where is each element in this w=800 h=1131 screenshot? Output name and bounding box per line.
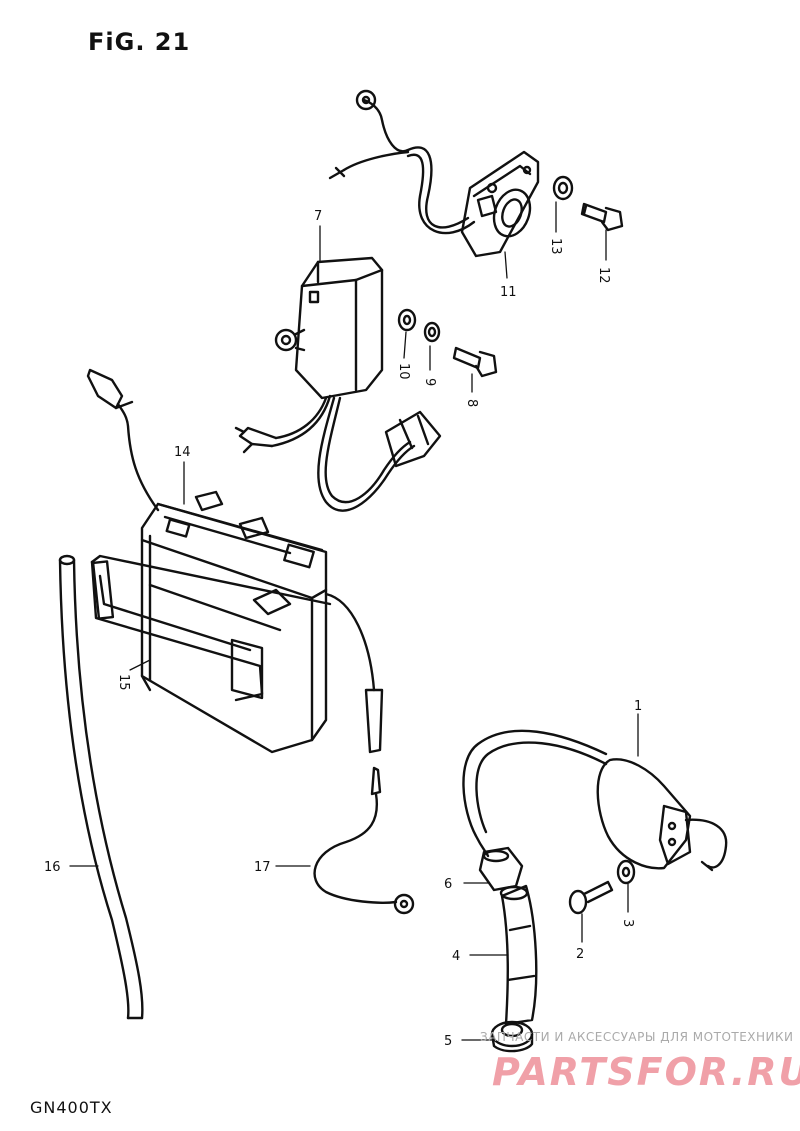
battery-strap-part xyxy=(90,554,332,702)
callout-16: 16 xyxy=(44,860,61,875)
breather-hose-part xyxy=(58,554,144,1020)
callout-17: 17 xyxy=(254,860,271,875)
callout-13: 13 xyxy=(548,238,563,255)
screw-2-part xyxy=(568,880,614,915)
washer-3-part xyxy=(616,859,636,885)
washer-13-part xyxy=(552,175,574,201)
bolt-12-part xyxy=(580,202,624,232)
watermark-logo: PARTSFOR.RU xyxy=(492,1050,800,1094)
battery-part xyxy=(86,368,384,754)
plug-cap-part xyxy=(499,884,538,1026)
ignition-coil-part xyxy=(462,729,728,872)
callout-7: 7 xyxy=(314,209,322,224)
callout-9: 9 xyxy=(422,378,437,386)
washer-10-part xyxy=(397,308,417,332)
callout-2: 2 xyxy=(576,947,584,962)
callout-6: 6 xyxy=(444,877,452,892)
cdi-unit-part xyxy=(234,256,442,512)
callout-14: 14 xyxy=(174,445,191,460)
callout-8: 8 xyxy=(464,399,479,407)
regulator-rectifier-part xyxy=(328,89,540,258)
callout-numbers: 7 11 13 12 10 9 8 14 15 16 17 1 6 4 5 2 … xyxy=(44,209,642,1049)
seal-5-part xyxy=(490,1020,534,1053)
callout-12: 12 xyxy=(596,267,611,284)
callout-15: 15 xyxy=(116,674,131,691)
bolt-8-part xyxy=(452,346,498,378)
model-code: GN400TX xyxy=(30,1098,113,1117)
figure-title: FiG. 21 xyxy=(88,28,191,56)
callout-10: 10 xyxy=(396,363,411,380)
callout-5: 5 xyxy=(444,1034,452,1049)
callout-4: 4 xyxy=(452,949,460,964)
seal-6-part xyxy=(478,846,524,892)
leader-lines xyxy=(69,201,639,1041)
callout-3: 3 xyxy=(620,919,635,927)
lock-washer-9-part xyxy=(423,321,441,343)
callout-1: 1 xyxy=(634,699,642,714)
watermark-tagline: ЗАПЧАСТИ И АКСЕССУАРЫ ДЛЯ МОТОТЕХНИКИ xyxy=(480,1030,794,1044)
callout-11: 11 xyxy=(500,285,517,300)
ground-lead-part xyxy=(313,766,415,915)
